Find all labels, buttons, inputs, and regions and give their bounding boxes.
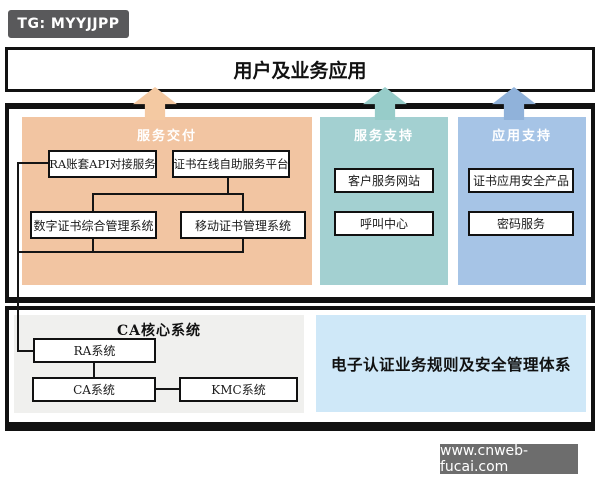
box-kmc-system: KMC系统 [179, 377, 298, 402]
box-digital-cert-mgmt: 数字证书综合管理系统 [30, 211, 157, 239]
connector-line [92, 239, 94, 253]
connector-line [242, 193, 244, 212]
website-badge: www.cnweb-fucai.com [440, 443, 578, 475]
telegram-badge-label: TG: MYYJJPP [17, 16, 120, 32]
connector-line [93, 363, 95, 377]
panel-ca-core-title: CA核心系统 [116, 323, 201, 339]
box-cert-security-products: 证书应用安全产品 [468, 168, 574, 193]
connector-line [227, 178, 229, 195]
connector-line [156, 388, 179, 390]
connector-line [92, 193, 244, 195]
box-mobile-cert-mgmt: 移动证书管理系统 [180, 211, 306, 239]
panel-service-support: 服务支持 [320, 117, 448, 285]
connector-line [92, 193, 94, 212]
rules-security-label: 电子认证业务规则及安全管理体系 [330, 354, 571, 374]
connector-line [17, 350, 34, 352]
panel-service-support-title: 服务支持 [353, 129, 414, 144]
panel-service-delivery: 服务交付 [22, 117, 312, 285]
box-ra-system: RA系统 [33, 338, 156, 363]
box-ca-system: CA系统 [32, 377, 156, 402]
box-cert-online-selfservice: 证书在线自助服务平台 [172, 150, 290, 178]
connector-line [17, 251, 244, 253]
box-customer-service-website: 客户服务网站 [334, 168, 434, 193]
users-applications-bar: 用户及业务应用 [5, 47, 595, 92]
connector-line [17, 162, 19, 352]
website-badge-label: www.cnweb-fucai.com [440, 443, 529, 475]
rules-security-panel: 电子认证业务规则及安全管理体系 [316, 315, 586, 412]
box-ra-api-service: RA账套API对接服务 [48, 150, 157, 178]
box-crypto-service: 密码服务 [468, 211, 574, 236]
telegram-badge: TG: MYYJJPP [8, 10, 129, 38]
box-call-center: 呼叫中心 [334, 211, 434, 236]
panel-application-support: 应用支持 [458, 117, 586, 285]
users-applications-label: 用户及业务应用 [233, 60, 367, 82]
connector-line [242, 239, 244, 253]
panel-service-delivery-title: 服务交付 [136, 129, 197, 144]
panel-application-support-title: 应用支持 [491, 129, 552, 144]
connector-line [18, 162, 48, 164]
